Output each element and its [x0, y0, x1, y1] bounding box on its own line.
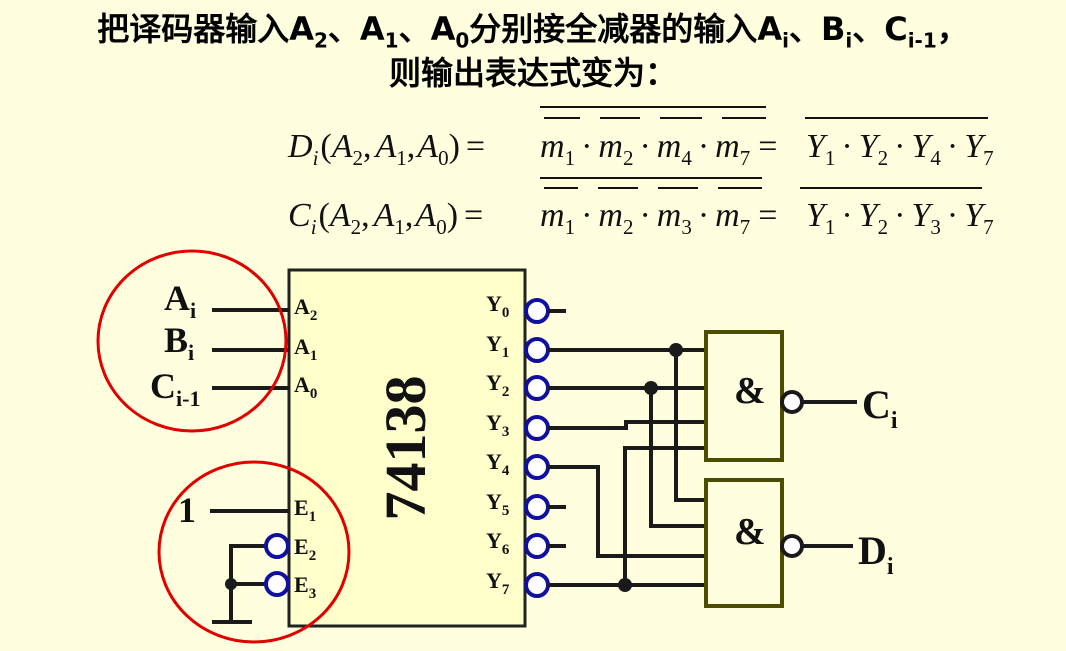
equation-d: Di(A2,A1,A0)= m1·m2·m4·m7= Y1·Y2·Y4·Y7: [287, 128, 994, 170]
input-wires: [210, 308, 289, 624]
gate-d-symbol: &: [734, 511, 766, 553]
svg-text:A1: A1: [294, 334, 317, 364]
svg-text:1: 1: [178, 490, 196, 530]
svg-text:Bi: Bi: [164, 320, 194, 365]
svg-text:Y5: Y5: [486, 489, 509, 519]
svg-text:m1·m2·m4·m7=: m1·m2·m4·m7=: [540, 128, 777, 170]
svg-text:Y6: Y6: [486, 528, 510, 558]
ground-junction-dot: [225, 578, 237, 590]
svg-text:Y0: Y0: [486, 291, 509, 321]
svg-text:Ci(A2,A1,A0)=: Ci(A2,A1,A0)=: [288, 197, 483, 239]
svg-text:E2: E2: [294, 534, 316, 564]
nand-gate-c: [704, 330, 784, 462]
gate-c-symbol: &: [734, 370, 766, 412]
svg-text:Ai: Ai: [164, 278, 196, 323]
svg-text:m1·m2·m3·m7=: m1·m2·m3·m7=: [540, 197, 777, 239]
enable-bubbles: [264, 533, 290, 597]
nand-gate-d: [704, 478, 784, 608]
svg-text:Ci: Ci: [862, 382, 898, 434]
signal-labels: Ai Bi Ci-1 1: [150, 278, 200, 530]
svg-text:Y4: Y4: [486, 449, 510, 479]
highlight-circles: [96, 249, 351, 644]
output-pin-labels: Y0 Y1 Y2 Y3 Y4 Y5 Y6 Y7: [486, 291, 510, 598]
svg-text:A2: A2: [294, 294, 317, 324]
svg-text:Y2: Y2: [486, 370, 509, 400]
svg-text:Y1·Y2·Y4·Y7: Y1·Y2·Y4·Y7: [806, 128, 994, 170]
svg-text:Y1·Y2·Y3·Y7: Y1·Y2·Y3·Y7: [806, 197, 994, 239]
junction-dots: [618, 343, 683, 592]
output-bubbles: [524, 298, 550, 598]
svg-text:Y3: Y3: [486, 410, 509, 440]
gate-output-wires: [802, 400, 857, 548]
equation-c: Ci(A2,A1,A0)= m1·m2·m3·m7= Y1·Y2·Y3·Y7: [288, 197, 994, 239]
svg-text:E3: E3: [294, 572, 316, 602]
input-pin-labels: A2 A1 A0 E1 E2 E3: [294, 294, 317, 602]
highlight-enable-inputs: [157, 460, 351, 644]
svg-text:Y1: Y1: [486, 331, 509, 361]
chip-label: 74138: [373, 376, 438, 521]
svg-text:Di: Di: [858, 528, 894, 580]
svg-text:Ci-1: Ci-1: [150, 366, 200, 411]
svg-text:Di(A2,A1,A0)=: Di(A2,A1,A0)=: [287, 128, 485, 170]
svg-text:Y7: Y7: [486, 568, 510, 598]
overbars-d: [540, 106, 988, 119]
gate-output-bubbles: [780, 390, 804, 558]
heading-line-1: 把译码器输入A2、A1、A0分别接全减器的输入Ai、Bi、Ci-1，: [97, 10, 969, 53]
decoder-74138-chip: [287, 268, 527, 628]
svg-text:A0: A0: [294, 372, 317, 402]
heading-line-2: 则输出表达式变为：: [388, 54, 677, 92]
overbars-c: [540, 177, 982, 189]
highlight-address-inputs: [96, 249, 288, 433]
output-labels: Ci Di: [858, 382, 898, 580]
svg-text:E1: E1: [294, 495, 316, 525]
